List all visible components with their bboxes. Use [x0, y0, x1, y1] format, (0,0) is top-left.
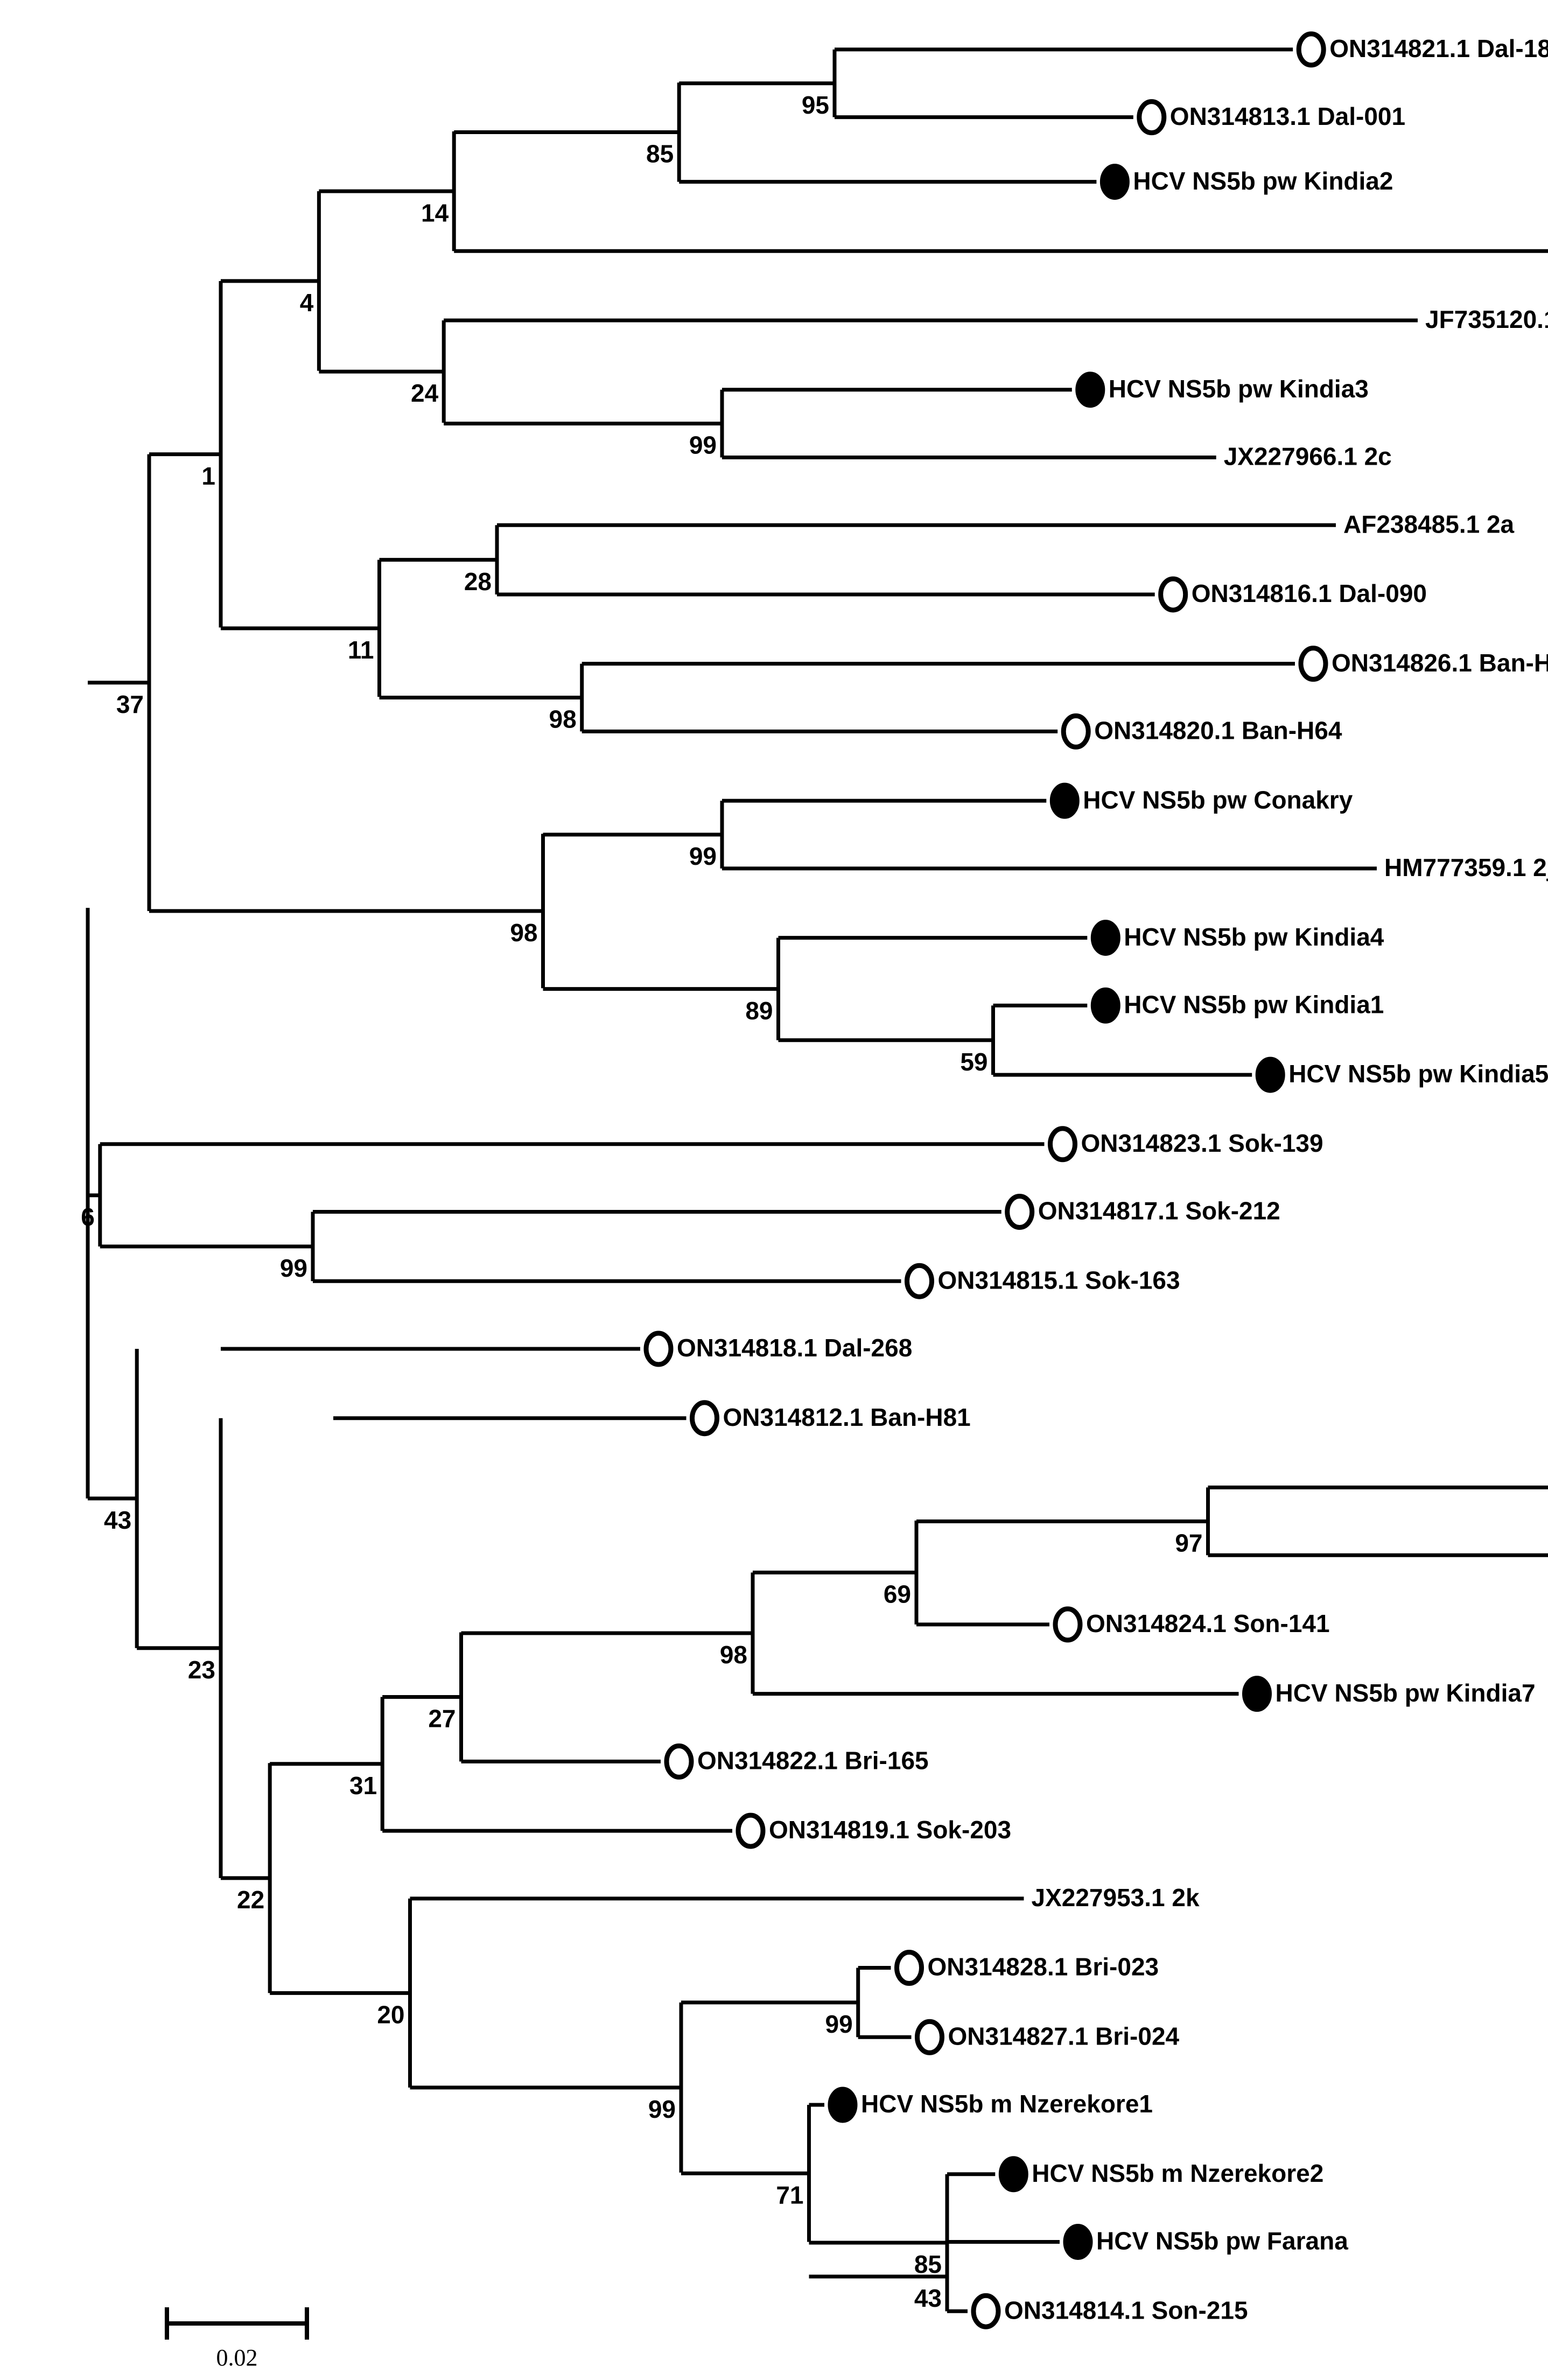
support-value-n6: 6 [81, 1203, 95, 1231]
branch-layer [86, 47, 1548, 2313]
support-value-n99d: 99 [825, 2010, 853, 2038]
tip-label-t30: ON314827.1 Bri-024 [948, 2022, 1180, 2050]
tip-marker-open-t19 [905, 1263, 934, 1299]
tip-label-t10: ON314826.1 Ban-H75 [1332, 649, 1548, 677]
support-value-n97: 97 [1175, 1529, 1202, 1557]
tip-label-t25: HCV NS5b pw Kindia7 [1276, 1679, 1536, 1707]
support-value-n98a: 98 [549, 705, 577, 733]
support-value-n28: 28 [464, 568, 492, 596]
tip-marker-open-t20 [643, 1331, 674, 1367]
tip-marker-filled-t16 [1255, 1056, 1285, 1093]
tip-marker-filled-t15 [1090, 987, 1120, 1024]
tip-label-t24: ON314824.1 Son-141 [1086, 1609, 1330, 1637]
tip-marker-open-t18 [1005, 1194, 1035, 1230]
support-value-n11: 11 [348, 636, 374, 664]
tip-marker-filled-t33 [1063, 2224, 1093, 2260]
tip-marker-open-t30 [915, 2019, 944, 2055]
scale-bar-group: 0.02 [165, 2307, 309, 2371]
tip-label-t26: ON314822.1 Bri-165 [697, 1747, 929, 1775]
support-value-n99b: 99 [689, 842, 717, 870]
tip-label-t7: JX227966.1 2c [1224, 443, 1392, 471]
tip-marker-filled-t31 [828, 2087, 858, 2123]
tip-marker-open-t29 [894, 1950, 924, 1986]
tip-marker-open-t9 [1158, 576, 1188, 613]
tip-marker-open-t11 [1061, 713, 1091, 750]
tip-label-t18: ON314817.1 Sok-212 [1038, 1197, 1280, 1225]
tip-marker-filled-t14 [1090, 920, 1120, 956]
tip-marker-filled-t6 [1075, 372, 1105, 408]
tip-label-t12: HCV NS5b pw Conakry [1083, 786, 1353, 814]
tip-label-t15: HCV NS5b pw Kindia1 [1124, 991, 1384, 1019]
support-value-n89: 89 [745, 997, 773, 1025]
support-value-n95: 95 [802, 91, 829, 119]
support-value-n99e: 99 [648, 2095, 676, 2123]
tip-label-t21: ON314812.1 Ban-H81 [723, 1403, 971, 1431]
tip-marker-filled-t25 [1242, 1676, 1272, 1712]
tip-marker-filled-t32 [998, 2156, 1028, 2193]
scale-bar-label: 0.02 [216, 2344, 258, 2371]
support-value-n69: 69 [884, 1580, 911, 1608]
tip-label-t5: JF735120.1 2e [1425, 305, 1548, 333]
support-value-n24: 24 [411, 379, 439, 407]
support-value-n85: 85 [646, 140, 674, 168]
scale-bar-line [165, 2307, 309, 2340]
support-value-n98b: 98 [510, 919, 537, 947]
marker-layer [643, 31, 1328, 2329]
tip-label-t11: ON314820.1 Ban-H64 [1094, 717, 1342, 745]
tip-label-t6: HCV NS5b pw Kindia3 [1109, 375, 1369, 403]
tip-marker-open-t17 [1048, 1126, 1077, 1163]
support-value-n71: 71 [776, 2181, 803, 2209]
support-value-n98c: 98 [720, 1641, 747, 1669]
support-value-n37: 37 [116, 690, 144, 718]
tip-marker-filled-t12 [1049, 782, 1080, 819]
tip-label-t34: ON314814.1 Son-215 [1004, 2296, 1248, 2324]
support-value-n85b: 85 [914, 2250, 942, 2278]
support-value-n4: 4 [300, 289, 314, 317]
tip-marker-open-t21 [690, 1400, 719, 1437]
tip-marker-open-t2 [1137, 99, 1167, 136]
tip-label-t27: ON314819.1 Sok-203 [769, 1816, 1011, 1844]
tip-marker-open-t34 [971, 2293, 1001, 2329]
support-value-n43b: 43 [914, 2284, 942, 2312]
support-value-layer: 9585149924428981119959899837996976998273… [81, 91, 1202, 2312]
tip-label-t13: HM777359.1 2j [1384, 853, 1548, 881]
tip-label-t33: HCV NS5b pw Farana [1096, 2227, 1348, 2255]
tip-marker-open-t27 [736, 1812, 766, 1849]
tip-label-t1: ON314821.1 Dal-185 [1329, 34, 1548, 62]
tip-marker-open-t26 [664, 1743, 694, 1780]
tip-label-t14: HCV NS5b pw Kindia4 [1124, 923, 1384, 951]
support-value-n23: 23 [188, 1656, 215, 1684]
support-value-n31: 31 [349, 1772, 377, 1800]
tip-label-t32: HCV NS5b m Nzerekore2 [1032, 2159, 1323, 2187]
tip-label-t28: JX227953.1 2k [1032, 1884, 1200, 1912]
support-value-n22: 22 [237, 1886, 264, 1914]
tip-label-t8: AF238485.1 2a [1343, 510, 1515, 538]
support-value-n99a: 99 [689, 431, 717, 459]
tip-marker-open-t10 [1298, 646, 1328, 682]
support-value-n43: 43 [104, 1506, 131, 1534]
tip-label-t16: HCV NS5b pw Kindia5 [1288, 1060, 1548, 1088]
tip-marker-filled-t3 [1099, 164, 1130, 200]
tip-label-t20: ON314818.1 Dal-268 [677, 1334, 912, 1362]
tip-label-t2: ON314813.1 Dal-001 [1170, 102, 1405, 130]
tip-marker-open-t24 [1053, 1606, 1083, 1643]
support-value-n14: 14 [421, 199, 449, 227]
tip-label-t19: ON314815.1 Sok-163 [938, 1266, 1180, 1294]
support-value-n1: 1 [201, 462, 215, 490]
support-value-n20: 20 [377, 2001, 404, 2029]
support-value-n59: 59 [960, 1048, 987, 1076]
support-value-n99c: 99 [280, 1254, 307, 1282]
tip-label-t3: HCV NS5b pw Kindia2 [1133, 167, 1393, 195]
tip-label-t29: ON314828.1 Bri-023 [928, 1953, 1159, 1981]
tip-label-t17: ON314823.1 Sok-139 [1081, 1129, 1323, 1157]
tip-marker-open-t1 [1296, 31, 1326, 68]
support-value-n27: 27 [428, 1705, 456, 1733]
tip-label-t31: HCV NS5b m Nzerekore1 [861, 2090, 1153, 2118]
tip-label-t9: ON314816.1 Dal-090 [1192, 579, 1427, 607]
